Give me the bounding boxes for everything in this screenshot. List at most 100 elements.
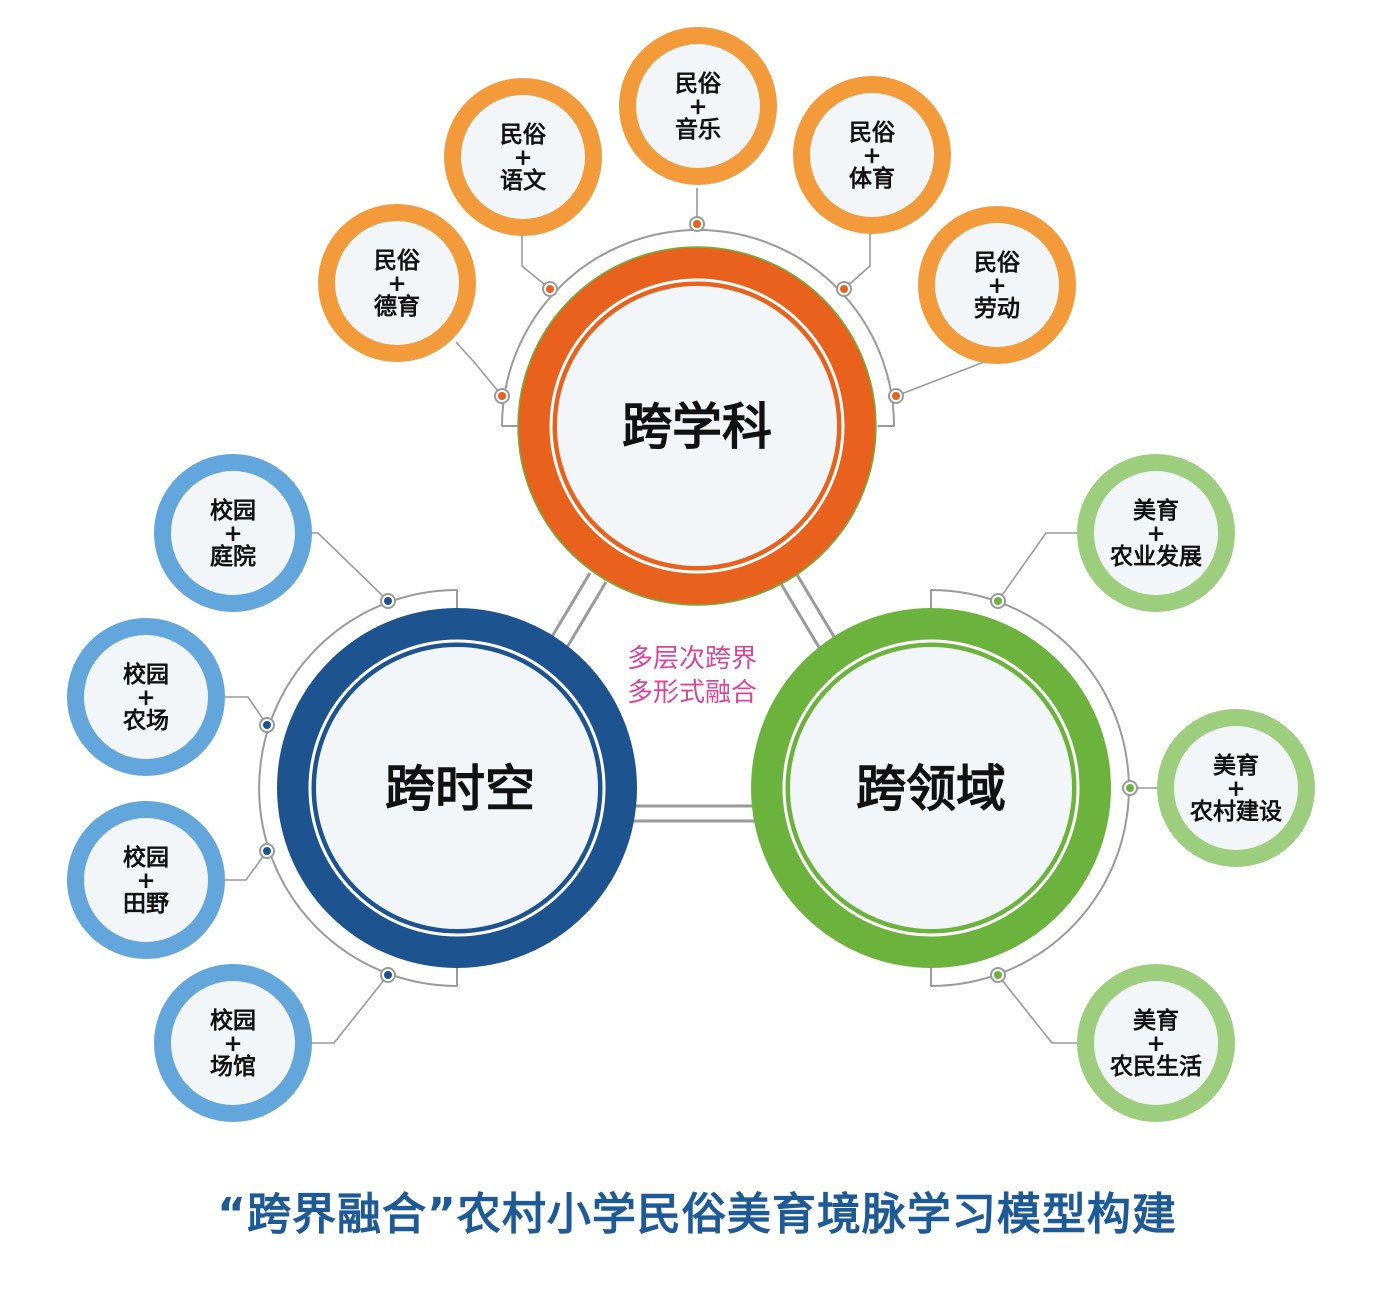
hub-subject-inner-ring xyxy=(549,278,845,574)
center-text-line-1: 多层次跨界 xyxy=(627,644,757,674)
satellite-top: 美育 xyxy=(1133,497,1179,524)
satellite-plus: + xyxy=(688,94,707,120)
arc-dot xyxy=(259,843,275,859)
arc-dot xyxy=(494,388,510,404)
satellite-plus: + xyxy=(1146,521,1165,547)
satellite: 民俗 + 音乐 xyxy=(619,27,777,185)
leader-spacetime-3 xyxy=(222,850,268,881)
satellite: 校园 + 田野 xyxy=(67,801,225,959)
satellite: 美育 + 农村建设 xyxy=(1157,709,1315,867)
satellite-bottom: 田野 xyxy=(123,891,169,917)
satellite-bottom: 音乐 xyxy=(675,116,721,143)
arc-spacetime xyxy=(258,589,458,987)
satellite-top: 美育 xyxy=(1213,752,1259,779)
satellite-top: 美育 xyxy=(1133,1007,1179,1034)
satellite-plus: + xyxy=(1146,1031,1165,1057)
hub-spacetime-inner-ring xyxy=(308,639,606,937)
satellite-inner xyxy=(1174,726,1298,850)
hub-domain-label: 跨领域 xyxy=(856,760,1006,818)
leader-domain-3 xyxy=(997,974,1078,1044)
arc-dot xyxy=(542,281,558,297)
satellite: 校园 + 场馆 xyxy=(154,964,312,1122)
leader-spacetime-1 xyxy=(306,532,389,602)
satellite-top: 民俗 xyxy=(500,122,547,148)
satellite-top: 民俗 xyxy=(374,248,421,274)
hub-domain: 跨领域 xyxy=(751,608,1111,968)
satellite-bottom: 农村建设 xyxy=(1189,798,1282,825)
satellite-top: 民俗 xyxy=(675,71,722,97)
satellite-top: 校园 xyxy=(123,844,169,871)
satellite-plus: + xyxy=(987,273,1006,299)
arc-dot xyxy=(836,281,852,297)
satellite-plus: + xyxy=(513,145,532,171)
satellite-top: 民俗 xyxy=(974,250,1021,276)
arc-dots xyxy=(259,216,1138,983)
satellite-inner xyxy=(1094,981,1218,1105)
satellite: 校园 + 农场 xyxy=(67,618,225,776)
satellite-plus: + xyxy=(862,143,881,169)
satellite-top: 校园 xyxy=(123,661,169,688)
satellite-bottom: 语文 xyxy=(500,167,547,194)
satellite-top: 校园 xyxy=(210,497,256,524)
satellite-bottom: 庭院 xyxy=(210,543,256,570)
satellite-plus: + xyxy=(223,1031,242,1057)
satellite-plus: + xyxy=(136,868,155,894)
center-caption: 多层次跨界 多形式融合 xyxy=(627,644,757,708)
satellite-plus: + xyxy=(1226,776,1245,802)
satellite-inner xyxy=(810,93,934,217)
satellite-inner xyxy=(171,471,295,595)
satellite-bottom: 场馆 xyxy=(210,1053,256,1080)
arc-dot xyxy=(259,717,275,733)
leader-subject-2 xyxy=(521,234,551,290)
satellite-inner xyxy=(935,223,1059,347)
connector-subject-spacetime-a xyxy=(548,572,592,641)
satellite: 民俗 + 语文 xyxy=(444,78,602,236)
diagram-canvas: 跨学科 跨时空 跨领域 多层次跨界 多形式融合 民俗 + 德育 民俗 + 语文 … xyxy=(67,27,1315,1122)
satellite-inner xyxy=(84,635,208,759)
leader-domain-1 xyxy=(997,532,1078,602)
page-title: “跨界融合”农村小学民俗美育境脉学习模型构建 xyxy=(217,1189,1177,1240)
arc-dot xyxy=(990,967,1006,983)
satellite-inner xyxy=(1094,471,1218,595)
center-text-line-2: 多形式融合 xyxy=(627,678,757,708)
satellite-inner xyxy=(461,95,585,219)
connector-subject-domain-b xyxy=(778,581,822,650)
arc-dot xyxy=(380,593,396,609)
satellite-inner xyxy=(171,981,295,1105)
satellite-top: 校园 xyxy=(210,1007,256,1034)
satellite: 美育 + 农民生活 xyxy=(1077,964,1235,1122)
satellite-plus: + xyxy=(387,271,406,297)
satellite: 民俗 + 劳动 xyxy=(918,206,1076,364)
arc-dot xyxy=(689,216,705,232)
leader-subject-4 xyxy=(843,228,871,290)
hub-subject-inner xyxy=(557,286,837,566)
hub-subject: 跨学科 xyxy=(517,246,877,606)
hub-domain-inner xyxy=(790,647,1072,929)
leader-subject-5 xyxy=(895,361,985,397)
arc-dot xyxy=(1122,780,1138,796)
leader-lines xyxy=(222,188,1160,1044)
hub-spacetime-inner xyxy=(316,647,598,929)
satellite-bottom: 农业发展 xyxy=(1109,543,1202,570)
satellite-bottom: 德育 xyxy=(374,293,420,320)
arc-dot xyxy=(990,593,1006,609)
satellite-bottom: 农民生活 xyxy=(1109,1053,1202,1080)
arc-dot xyxy=(380,967,396,983)
satellite-inner xyxy=(636,44,760,168)
satellite-top: 民俗 xyxy=(849,120,896,146)
satellite-inner xyxy=(84,818,208,942)
leader-spacetime-2 xyxy=(222,696,268,726)
connector-subject-spacetime-b xyxy=(564,581,608,650)
satellite: 民俗 + 体育 xyxy=(793,76,951,234)
hub-domain-inner-ring xyxy=(782,639,1080,937)
satellite-inner xyxy=(335,221,459,345)
satellite-plus: + xyxy=(136,685,155,711)
leader-spacetime-4 xyxy=(308,974,389,1044)
satellite-bottom: 体育 xyxy=(849,165,895,192)
satellite-bottom: 劳动 xyxy=(974,296,1020,322)
satellite: 校园 + 庭院 xyxy=(154,454,312,612)
leader-subject-1 xyxy=(455,341,503,397)
hub-connectors xyxy=(548,572,838,823)
satellite: 民俗 + 德育 xyxy=(318,204,476,362)
satellite-plus: + xyxy=(223,521,242,547)
